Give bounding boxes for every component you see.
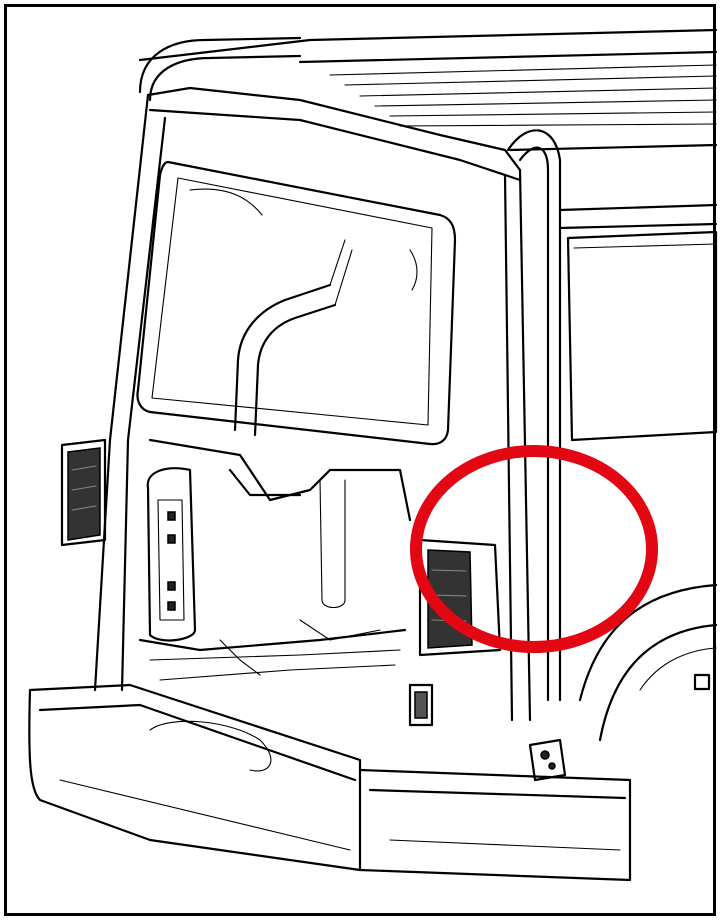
rear-bumper <box>28 683 632 882</box>
roll-bar <box>138 36 562 702</box>
interior-cargo-area <box>138 438 412 681</box>
side-window <box>566 230 718 442</box>
hardtop-roof <box>138 28 718 230</box>
tow-hitch-bracket <box>528 738 567 782</box>
rear-glass-opening <box>136 160 457 446</box>
license-plate-light <box>408 683 434 727</box>
tailgate-hinge-panel <box>146 467 197 642</box>
highlight-circle <box>410 445 658 653</box>
rear-fender-flare <box>578 583 718 742</box>
interior-roll-cage <box>233 239 353 437</box>
left-tail-lamp <box>60 438 107 547</box>
